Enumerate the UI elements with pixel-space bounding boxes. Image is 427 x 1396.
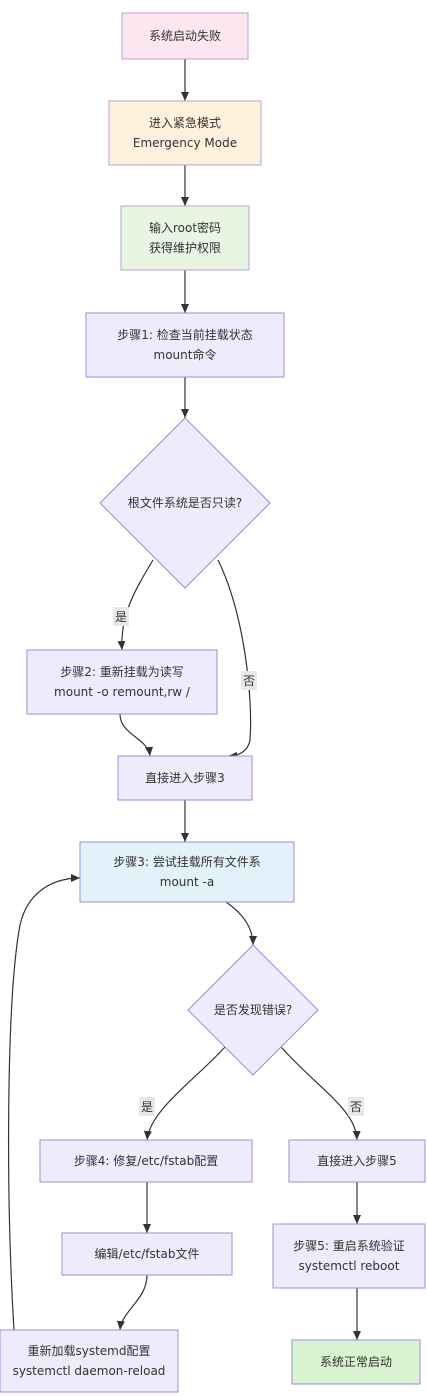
node-label-line: 步骤4: 修复/etc/fstab配置	[74, 1153, 218, 1168]
node-label-line: mount -a	[160, 875, 214, 889]
edge-label-d1-n5: 是	[113, 607, 129, 626]
edge-label-d2-n11: 否	[348, 1097, 364, 1116]
node-box	[39, 1139, 253, 1183]
node-label-line: 系统正常启动	[320, 1355, 392, 1369]
node-n9: 编辑/etc/fstab文件	[61, 1232, 233, 1276]
node-box	[288, 1139, 426, 1183]
node-label-line: 是否发现错误?	[214, 1002, 292, 1017]
edge-label-text: 否	[243, 674, 255, 688]
node-n6: 直接进入步骤3	[117, 755, 253, 801]
node-n13: 系统正常启动	[291, 1339, 421, 1385]
node-n10: 重新加载systemd配置 systemctl daemon-reload	[0, 1329, 179, 1393]
node-label-line: 输入root密码	[149, 220, 221, 235]
edge-n10-n7	[7, 874, 81, 1331]
node-label-line: 直接进入步骤5	[317, 1153, 397, 1168]
edge-label-background	[139, 1097, 155, 1116]
node-label-line: 步骤1: 检查当前挂载状态	[117, 327, 253, 342]
edges	[7, 59, 361, 1340]
node-label-line: mount命令	[154, 347, 217, 362]
node-box	[117, 755, 253, 801]
node-label-line: Emergency Mode	[133, 136, 237, 150]
node-n1: 系统启动失败	[121, 12, 249, 60]
node-label-line: 步骤5: 重启系统验证	[293, 1238, 405, 1253]
node-label-line: 根文件系统是否只读?	[128, 495, 242, 510]
node-n4: 步骤1: 检查当前挂载状态 mount命令	[85, 312, 285, 378]
node-box	[121, 12, 249, 60]
edge-label-background	[241, 671, 257, 690]
node-label-line: 获得维护权限	[149, 240, 221, 255]
node-label-line: systemctl reboot	[299, 1259, 400, 1273]
node-box	[26, 649, 218, 715]
node-label-line: 重新加载systemd配置	[27, 1343, 150, 1358]
edge-d2-n8	[143, 1046, 226, 1141]
edge-labels: 是否是否	[113, 607, 364, 1116]
node-n7: 步骤3: 尝试挂载所有文件系 mount -a	[79, 841, 295, 903]
node-text-clip: 步骤3: 尝试挂载所有文件系 mount -a	[113, 854, 261, 889]
node-label-line: 步骤3: 尝试挂载所有文件系	[113, 854, 261, 869]
node-n5: 步骤2: 重新挂载为读写 mount -o remount,rw /	[26, 649, 218, 715]
node-box	[61, 1232, 233, 1276]
node-label-line: mount -o remount,rw /	[54, 685, 191, 699]
node-label-line: 编辑/etc/fstab文件	[95, 1246, 200, 1261]
edge-d2-n11	[280, 1046, 361, 1141]
node-box	[108, 100, 262, 166]
edge-d1-n6	[217, 559, 252, 760]
node-label-line: 进入紧急模式	[149, 115, 221, 130]
node-box	[79, 841, 295, 903]
node-box	[120, 205, 250, 271]
node-label-line: 系统启动失败	[149, 28, 221, 43]
edge-label-text: 是	[115, 610, 127, 624]
node-n8: 步骤4: 修复/etc/fstab配置	[39, 1139, 253, 1183]
edge-d1-n5	[117, 559, 154, 651]
edge-label-d1-n6: 否	[241, 671, 257, 690]
decision-diamond	[187, 944, 319, 1076]
node-label-line: 步骤2: 重新挂载为读写	[60, 664, 184, 679]
node-box	[85, 312, 285, 378]
node-label-line: 直接进入步骤3	[145, 770, 225, 785]
node-box	[272, 1223, 426, 1289]
node-d2: 是否发现错误?	[187, 944, 319, 1076]
edge-label-text: 是	[141, 1100, 153, 1114]
node-box	[0, 1329, 179, 1393]
decision-diamond	[99, 417, 271, 589]
edge-label-d2-n8: 是	[139, 1097, 155, 1116]
node-n11: 直接进入步骤5	[288, 1139, 426, 1183]
edge-n9-n10	[116, 1274, 148, 1331]
edge-n7-d2	[225, 901, 257, 946]
edge-label-background	[348, 1097, 364, 1116]
node-n12: 步骤5: 重启系统验证 systemctl reboot	[272, 1223, 426, 1289]
node-box	[291, 1339, 421, 1385]
node-label-line: systemctl daemon-reload	[13, 1364, 166, 1378]
edge-label-text: 否	[350, 1100, 362, 1114]
node-n2: 进入紧急模式 Emergency Mode	[108, 100, 262, 166]
node-d1: 根文件系统是否只读?	[99, 417, 271, 589]
edge-n5-n6	[119, 713, 153, 757]
edge-label-background	[113, 607, 129, 626]
